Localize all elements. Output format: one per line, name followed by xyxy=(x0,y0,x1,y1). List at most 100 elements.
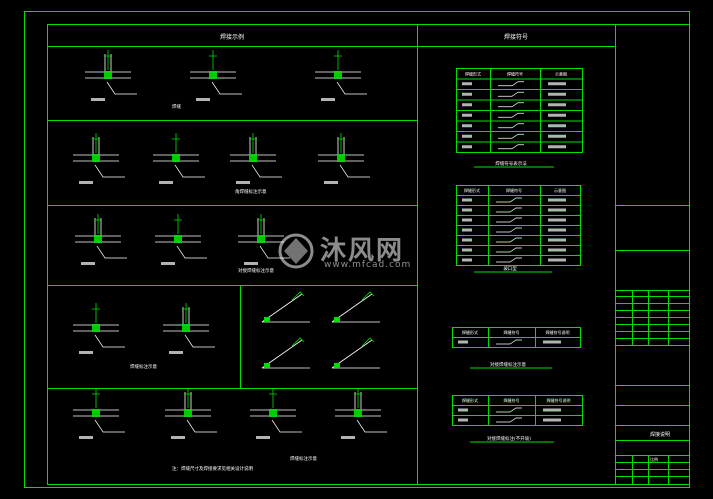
weld-symbol-icon xyxy=(496,227,522,233)
label-leader xyxy=(271,419,302,433)
cell-mark xyxy=(548,92,566,96)
label-mark xyxy=(236,181,250,184)
label-leader xyxy=(176,245,207,259)
weld-bead xyxy=(92,409,100,417)
label-leader xyxy=(356,419,387,433)
cell-mark xyxy=(462,258,472,262)
weld-symbol-icon xyxy=(498,91,524,97)
table-caption: 焊缝符号表示法 xyxy=(495,160,527,167)
label-leader xyxy=(336,81,367,95)
leader-line xyxy=(249,133,257,153)
cell-mark xyxy=(462,218,472,222)
cell-mark xyxy=(548,218,566,222)
cell-mark xyxy=(548,113,566,117)
label-leader xyxy=(211,81,242,95)
weld-bead xyxy=(249,154,257,162)
watermark-url: www.mfcad.com xyxy=(324,260,412,270)
weld-symbol-icon xyxy=(496,237,522,243)
left-panel-title: 焊接示例 xyxy=(220,33,244,41)
weld-symbol-icon xyxy=(496,197,522,203)
weld-table: 焊缝形式焊缝符号焊缝符号说明对接焊缝标注(不开坡) xyxy=(452,395,583,443)
leader-line xyxy=(104,50,112,70)
label-mark xyxy=(161,262,175,265)
label-leader xyxy=(184,334,215,348)
weld-sketch xyxy=(153,133,205,184)
cell-mark xyxy=(548,145,566,149)
cell-mark xyxy=(462,248,472,252)
table-header: 焊缝符号 xyxy=(507,71,523,77)
leader-line xyxy=(92,303,100,323)
cell-mark xyxy=(548,248,566,252)
label-leader xyxy=(106,81,137,95)
weld-sketch xyxy=(230,133,282,184)
weld-sketch xyxy=(155,214,207,265)
table-header: 焊缝符号 xyxy=(504,329,520,335)
title-block xyxy=(615,205,689,484)
bottom-caption: 注：焊缝尺寸及焊接要求见相关设计说明 xyxy=(172,465,253,472)
table-header: 示意图 xyxy=(554,187,566,193)
cell-mark xyxy=(548,134,566,138)
leader-line xyxy=(291,337,305,347)
weld-symbol-icon xyxy=(498,112,524,118)
cell-mark xyxy=(458,408,468,412)
cell-mark xyxy=(462,145,472,149)
table-header: 焊缝符号 xyxy=(506,187,522,193)
weld-sketch xyxy=(165,388,217,439)
cell-mark xyxy=(543,418,561,422)
leader-line xyxy=(354,388,362,408)
leader-line xyxy=(94,214,102,234)
weld-sketch xyxy=(163,303,215,354)
label-mark xyxy=(79,436,93,439)
weld-bead xyxy=(354,409,362,417)
row-caption: 对接焊缝标注示意 xyxy=(238,267,274,274)
leader-line xyxy=(257,214,265,234)
label-mark xyxy=(171,436,185,439)
weld-sketch xyxy=(318,133,370,184)
row-caption: 焊缝标注示意 xyxy=(290,455,317,462)
cell-mark xyxy=(548,82,566,86)
label-leader xyxy=(96,245,127,259)
leader-line xyxy=(361,337,375,347)
weld-sketch xyxy=(85,50,137,101)
label-mark xyxy=(91,98,105,101)
label-leader xyxy=(174,164,205,178)
weld-bead xyxy=(334,71,342,79)
weld-bead xyxy=(264,317,270,322)
weld-sketch xyxy=(73,303,125,354)
weld-sketch xyxy=(73,133,125,184)
leader-line xyxy=(182,303,190,323)
weld-bead xyxy=(269,409,277,417)
cell-mark xyxy=(462,124,472,128)
weld-symbol-icon xyxy=(496,247,522,253)
weld-symbol-icon xyxy=(496,207,522,213)
label-mark xyxy=(244,262,258,265)
weld-symbol-icon xyxy=(496,407,522,413)
cell-mark xyxy=(548,228,566,232)
label-leader xyxy=(251,164,282,178)
weld-bead xyxy=(257,235,265,243)
cell-mark xyxy=(548,258,566,262)
weld-bead xyxy=(92,154,100,162)
label-mark xyxy=(81,262,95,265)
weld-bead xyxy=(334,363,340,368)
table-header: 焊缝形式 xyxy=(462,329,478,335)
label-mark xyxy=(79,181,93,184)
label-leader xyxy=(94,419,125,433)
label-leader xyxy=(186,419,217,433)
label-mark xyxy=(196,98,210,101)
label-mark xyxy=(159,181,173,184)
cell-mark xyxy=(462,228,472,232)
weld-symbol-icon xyxy=(496,417,522,423)
weld-bead xyxy=(184,409,192,417)
label-mark xyxy=(256,436,270,439)
cell-mark xyxy=(462,198,472,202)
drawing-name: 焊接说明 xyxy=(650,431,670,438)
weld-bead xyxy=(264,363,270,368)
weld-bead xyxy=(334,317,340,322)
label-leader xyxy=(94,164,125,178)
table-header: 焊缝形式 xyxy=(464,187,480,193)
cell-mark xyxy=(548,208,566,212)
cell-mark xyxy=(548,238,566,242)
weld-symbol-icon xyxy=(498,81,524,87)
